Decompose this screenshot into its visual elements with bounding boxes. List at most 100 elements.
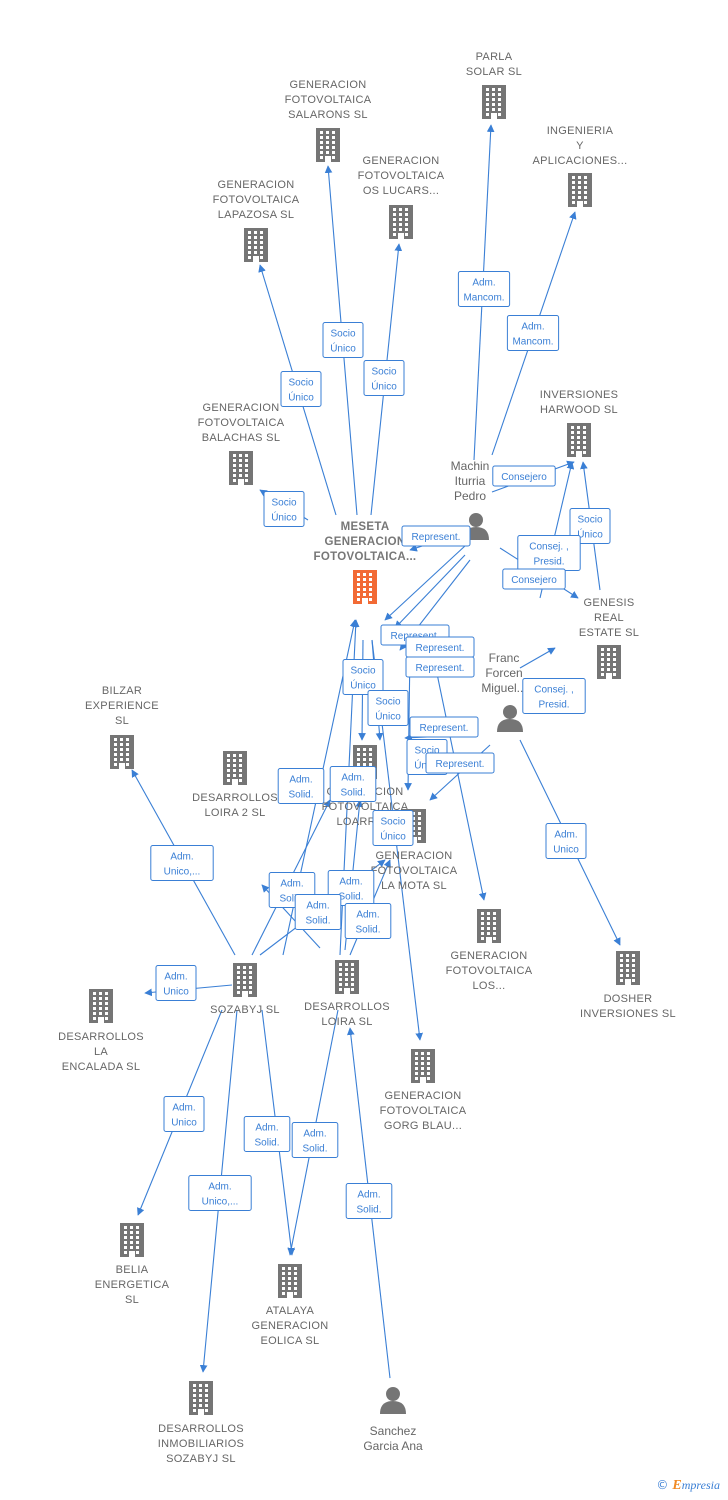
building-window bbox=[405, 228, 408, 231]
building-window bbox=[357, 573, 360, 576]
node-label: GENERACION bbox=[363, 155, 440, 167]
building-window bbox=[130, 1246, 133, 1249]
edge-label[interactable]: Adm.Mancom. bbox=[457, 271, 511, 307]
node-label: INMOBILIARIOS bbox=[158, 1438, 244, 1450]
edge-label[interactable]: Adm.Mancom. bbox=[506, 315, 560, 351]
building-window bbox=[260, 251, 263, 254]
node-label: LOIRA 2 SL bbox=[204, 807, 265, 819]
building-window bbox=[481, 912, 484, 915]
building-window bbox=[492, 98, 495, 101]
edge-label[interactable]: Adm.Solid. bbox=[243, 1116, 291, 1152]
edge-label-text: Adm. bbox=[521, 322, 544, 333]
edge-label[interactable]: Adm.Unico bbox=[545, 823, 587, 859]
building-window bbox=[130, 1231, 133, 1234]
building-window bbox=[205, 1399, 208, 1402]
building-window bbox=[282, 1282, 285, 1285]
edge-label[interactable]: Consejero bbox=[492, 465, 556, 487]
edge-label[interactable]: Adm.Solid. bbox=[291, 1122, 339, 1158]
node-label: Franc bbox=[489, 651, 520, 665]
node-franc[interactable]: FrancForcenMiguel... bbox=[481, 651, 527, 732]
node-label: LOIRA SL bbox=[321, 1016, 372, 1028]
building-window bbox=[492, 108, 495, 111]
building-window bbox=[578, 176, 581, 179]
building-window bbox=[130, 1241, 133, 1244]
building-window bbox=[233, 479, 236, 482]
edge-label[interactable]: Represent. bbox=[405, 636, 475, 658]
edge-label[interactable]: Adm.Solid. bbox=[277, 768, 325, 804]
building-window bbox=[193, 1409, 196, 1412]
building-window bbox=[332, 131, 335, 134]
edge-label[interactable]: Represent. bbox=[425, 752, 495, 774]
building-window bbox=[405, 213, 408, 216]
edge-label[interactable]: Consejero bbox=[502, 568, 566, 590]
edge-label[interactable]: Represent. bbox=[405, 656, 475, 678]
node-sozabyj[interactable]: SOZABYJ SL bbox=[210, 963, 280, 1016]
edge-label[interactable]: Adm.Solid. bbox=[344, 903, 392, 939]
edge-label[interactable]: Represent. bbox=[401, 525, 471, 547]
building-door bbox=[287, 1292, 293, 1298]
building-window bbox=[193, 1394, 196, 1397]
building-window bbox=[99, 997, 102, 1000]
empresia-logo[interactable]: ©Empresia bbox=[656, 1478, 720, 1494]
edge-label[interactable]: Adm.Unico,... bbox=[150, 845, 214, 881]
building-door bbox=[232, 779, 238, 785]
edge-label[interactable]: Adm.Unico bbox=[163, 1096, 205, 1132]
building-icon bbox=[89, 989, 113, 1023]
edge-label[interactable]: Adm.Unico,... bbox=[188, 1175, 252, 1211]
brand-name: mpresia bbox=[681, 1478, 720, 1492]
node-ingenieria[interactable]: INGENIERIAYAPLICACIONES... bbox=[533, 125, 628, 207]
building-window bbox=[498, 103, 501, 106]
node-label: Garcia Ana bbox=[363, 1439, 423, 1453]
building-window bbox=[620, 954, 623, 957]
node-meseta[interactable]: MESETAGENERACIONFOTOVOLTAICA... bbox=[314, 521, 417, 604]
edge-label-box bbox=[363, 360, 405, 396]
edge-label[interactable]: Consej. ,Presid. bbox=[522, 678, 586, 714]
edge-label[interactable]: Adm.Solid. bbox=[345, 1183, 393, 1219]
edge-label[interactable]: Adm.Unico bbox=[155, 965, 197, 1001]
building-window bbox=[205, 1384, 208, 1387]
node-label: EXPERIENCE bbox=[85, 700, 159, 712]
building-window bbox=[421, 1062, 424, 1065]
building-window bbox=[320, 156, 323, 159]
node-label: GENERACION bbox=[451, 950, 528, 962]
node-label: DESARROLLOS bbox=[158, 1423, 244, 1435]
node-los[interactable]: GENERACIONFOTOVOLTAICALOS... bbox=[446, 909, 533, 992]
edge-label-box bbox=[405, 656, 475, 678]
building-window bbox=[120, 748, 123, 751]
building-window bbox=[578, 186, 581, 189]
building-window bbox=[205, 1394, 208, 1397]
edge-label-text: Represent. bbox=[416, 643, 465, 654]
edge-label[interactable]: Adm.Solid. bbox=[329, 766, 377, 802]
building-window bbox=[245, 474, 248, 477]
edge-label[interactable]: Adm.Solid. bbox=[294, 894, 342, 930]
edge-label[interactable]: Consej. ,Presid. bbox=[517, 535, 581, 571]
edge-label[interactable]: Represent. bbox=[409, 716, 479, 738]
